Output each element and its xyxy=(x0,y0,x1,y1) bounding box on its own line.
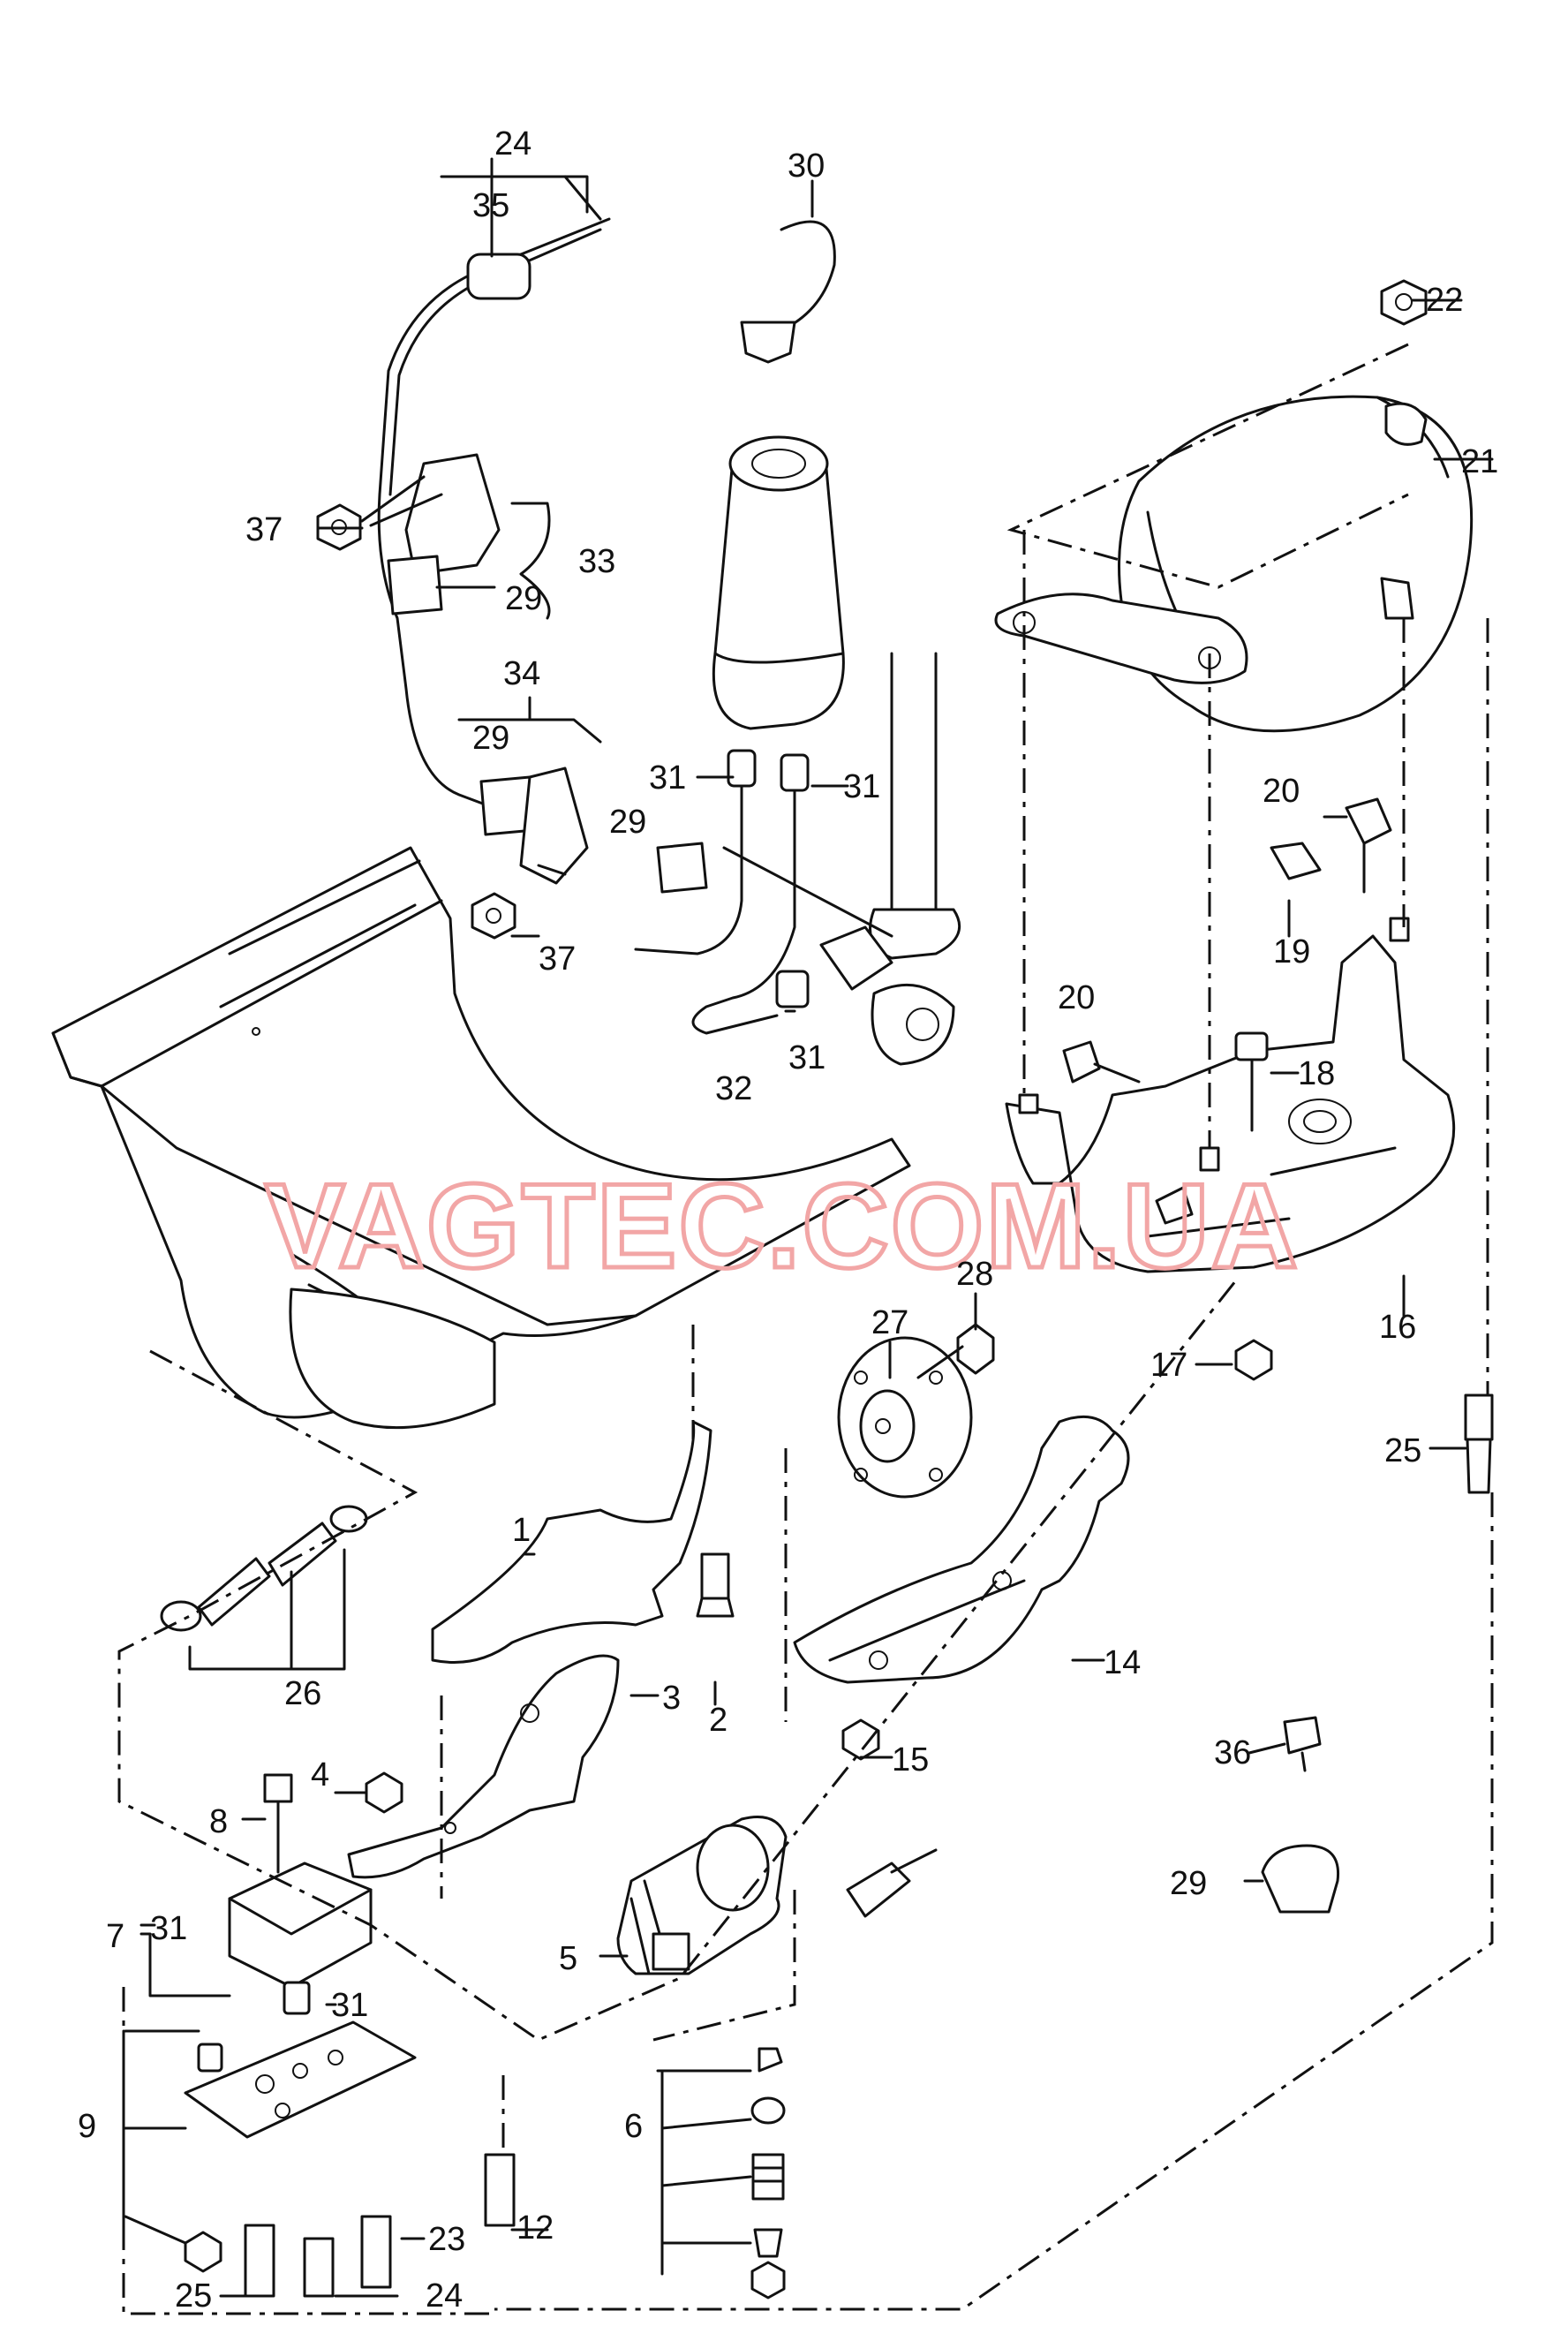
compressor-brackets xyxy=(263,1420,735,1879)
bracket-3 xyxy=(347,1654,620,1879)
pressure-reservoir xyxy=(1118,395,1474,733)
bolt-18 xyxy=(1234,1031,1269,1061)
hose-26-set xyxy=(160,1505,368,1632)
clip-19 xyxy=(1270,842,1322,880)
bolt-20 xyxy=(1345,797,1392,845)
bracket-34 xyxy=(519,767,589,885)
fitting xyxy=(780,753,810,792)
callout-24[interactable]: 24 xyxy=(494,125,531,162)
callout-1[interactable]: 1 xyxy=(512,1512,531,1549)
callout-22[interactable]: 22 xyxy=(1426,282,1463,319)
watermark: VAGTEC.COM.UA xyxy=(265,1159,1300,1293)
callout-30[interactable]: 30 xyxy=(788,147,825,185)
fitting xyxy=(727,749,757,788)
callout-32[interactable]: 32 xyxy=(715,1070,752,1107)
callout-35[interactable]: 35 xyxy=(472,187,509,224)
valve-block xyxy=(184,1848,938,2298)
callout-25[interactable]: 25 xyxy=(1384,1432,1421,1469)
misc-right-parts xyxy=(1261,1393,1494,1914)
callout-37[interactable]: 37 xyxy=(539,940,576,978)
callout-36[interactable]: 36 xyxy=(1214,1734,1251,1771)
washer-4 xyxy=(365,1771,403,1814)
callout-28[interactable]: 28 xyxy=(956,1256,993,1293)
connector xyxy=(819,925,893,991)
callout-18[interactable]: 18 xyxy=(1298,1055,1335,1092)
callout-5[interactable]: 5 xyxy=(559,1940,577,1977)
air-line-assembly xyxy=(316,217,708,940)
nut-hole xyxy=(486,908,501,924)
callout-34[interactable]: 34 xyxy=(503,655,540,692)
callout-19[interactable]: 19 xyxy=(1273,933,1310,970)
callout-29[interactable]: 29 xyxy=(1170,1865,1207,1902)
callout-33[interactable]: 33 xyxy=(578,543,615,580)
callout-12[interactable]: 12 xyxy=(516,2209,554,2247)
nut-37 xyxy=(471,892,516,940)
clip-29 xyxy=(1261,1844,1340,1914)
bracket-1 xyxy=(431,1420,712,1664)
callout-21[interactable]: 21 xyxy=(1461,443,1498,480)
nut-28 xyxy=(956,1323,995,1375)
bolt-20 xyxy=(1062,1040,1101,1084)
clip-36 xyxy=(1283,1716,1322,1755)
heat-shield xyxy=(793,1415,1130,1761)
valve-block-9 xyxy=(184,2020,417,2139)
callout-27[interactable]: 27 xyxy=(871,1304,908,1341)
callout-15[interactable]: 15 xyxy=(892,1741,929,1778)
vehicle-floor-pan xyxy=(51,846,911,1430)
callout-25[interactable]: 25 xyxy=(175,2277,212,2315)
callout-26[interactable]: 26 xyxy=(284,1675,321,1712)
hose-clip xyxy=(656,842,708,894)
bolt-8 xyxy=(263,1773,293,1803)
callout-31[interactable]: 31 xyxy=(788,1039,825,1076)
callout-31[interactable]: 31 xyxy=(150,1910,187,1947)
drain-plug xyxy=(1380,577,1414,620)
callout-16[interactable]: 16 xyxy=(1379,1309,1416,1346)
callout-24[interactable]: 24 xyxy=(426,2277,463,2315)
callout-29[interactable]: 29 xyxy=(505,580,542,617)
callout-29[interactable]: 29 xyxy=(609,804,646,841)
callout-20[interactable]: 20 xyxy=(1263,773,1300,810)
nut-22 xyxy=(1380,279,1428,326)
bolt-2 xyxy=(700,1552,730,1600)
compressor-5 xyxy=(616,1816,788,2300)
air-spring-top xyxy=(728,435,829,492)
callout-9[interactable]: 9 xyxy=(78,2108,96,2145)
callout-4[interactable]: 4 xyxy=(311,1756,329,1794)
right-bracket-assembly xyxy=(1005,797,1456,1381)
callout-2[interactable]: 2 xyxy=(709,1702,727,1739)
callout-31[interactable]: 31 xyxy=(843,768,880,805)
valve-cover-7 xyxy=(228,1862,373,1936)
callout-7[interactable]: 7 xyxy=(106,1918,124,1955)
bracket-33 xyxy=(404,453,501,576)
callout-31[interactable]: 31 xyxy=(331,1987,368,2024)
callout-17[interactable]: 17 xyxy=(1150,1347,1187,1384)
callout-8[interactable]: 8 xyxy=(209,1803,228,1840)
callout-14[interactable]: 14 xyxy=(1104,1644,1141,1681)
mounting-bracket xyxy=(994,593,1248,684)
hub-assembly xyxy=(837,1323,995,1499)
grommet xyxy=(466,253,531,300)
hose-clip xyxy=(387,555,443,615)
callout-29[interactable]: 29 xyxy=(472,720,509,757)
nut-15 xyxy=(841,1718,880,1761)
callout-labels: 24 35 30 22 21 37 33 29 34 29 31 31 29 3… xyxy=(78,125,1498,2315)
nut-17 xyxy=(1234,1339,1273,1381)
callout-6[interactable]: 6 xyxy=(624,2108,643,2145)
callout-3[interactable]: 3 xyxy=(662,1680,681,1717)
callout-37[interactable]: 37 xyxy=(245,511,283,548)
shock-mount xyxy=(871,983,955,1066)
callout-leaders xyxy=(122,157,1494,2298)
pressure-reservoir-assembly xyxy=(994,279,1474,733)
bracket-16 xyxy=(1005,934,1456,1273)
air-spring-assembly xyxy=(634,220,961,1066)
callout-20[interactable]: 20 xyxy=(1058,979,1095,1016)
callout-23[interactable]: 23 xyxy=(428,2221,465,2258)
fitting xyxy=(775,970,810,1008)
sensor-25 xyxy=(1464,1393,1494,1441)
callout-31[interactable]: 31 xyxy=(649,759,686,797)
